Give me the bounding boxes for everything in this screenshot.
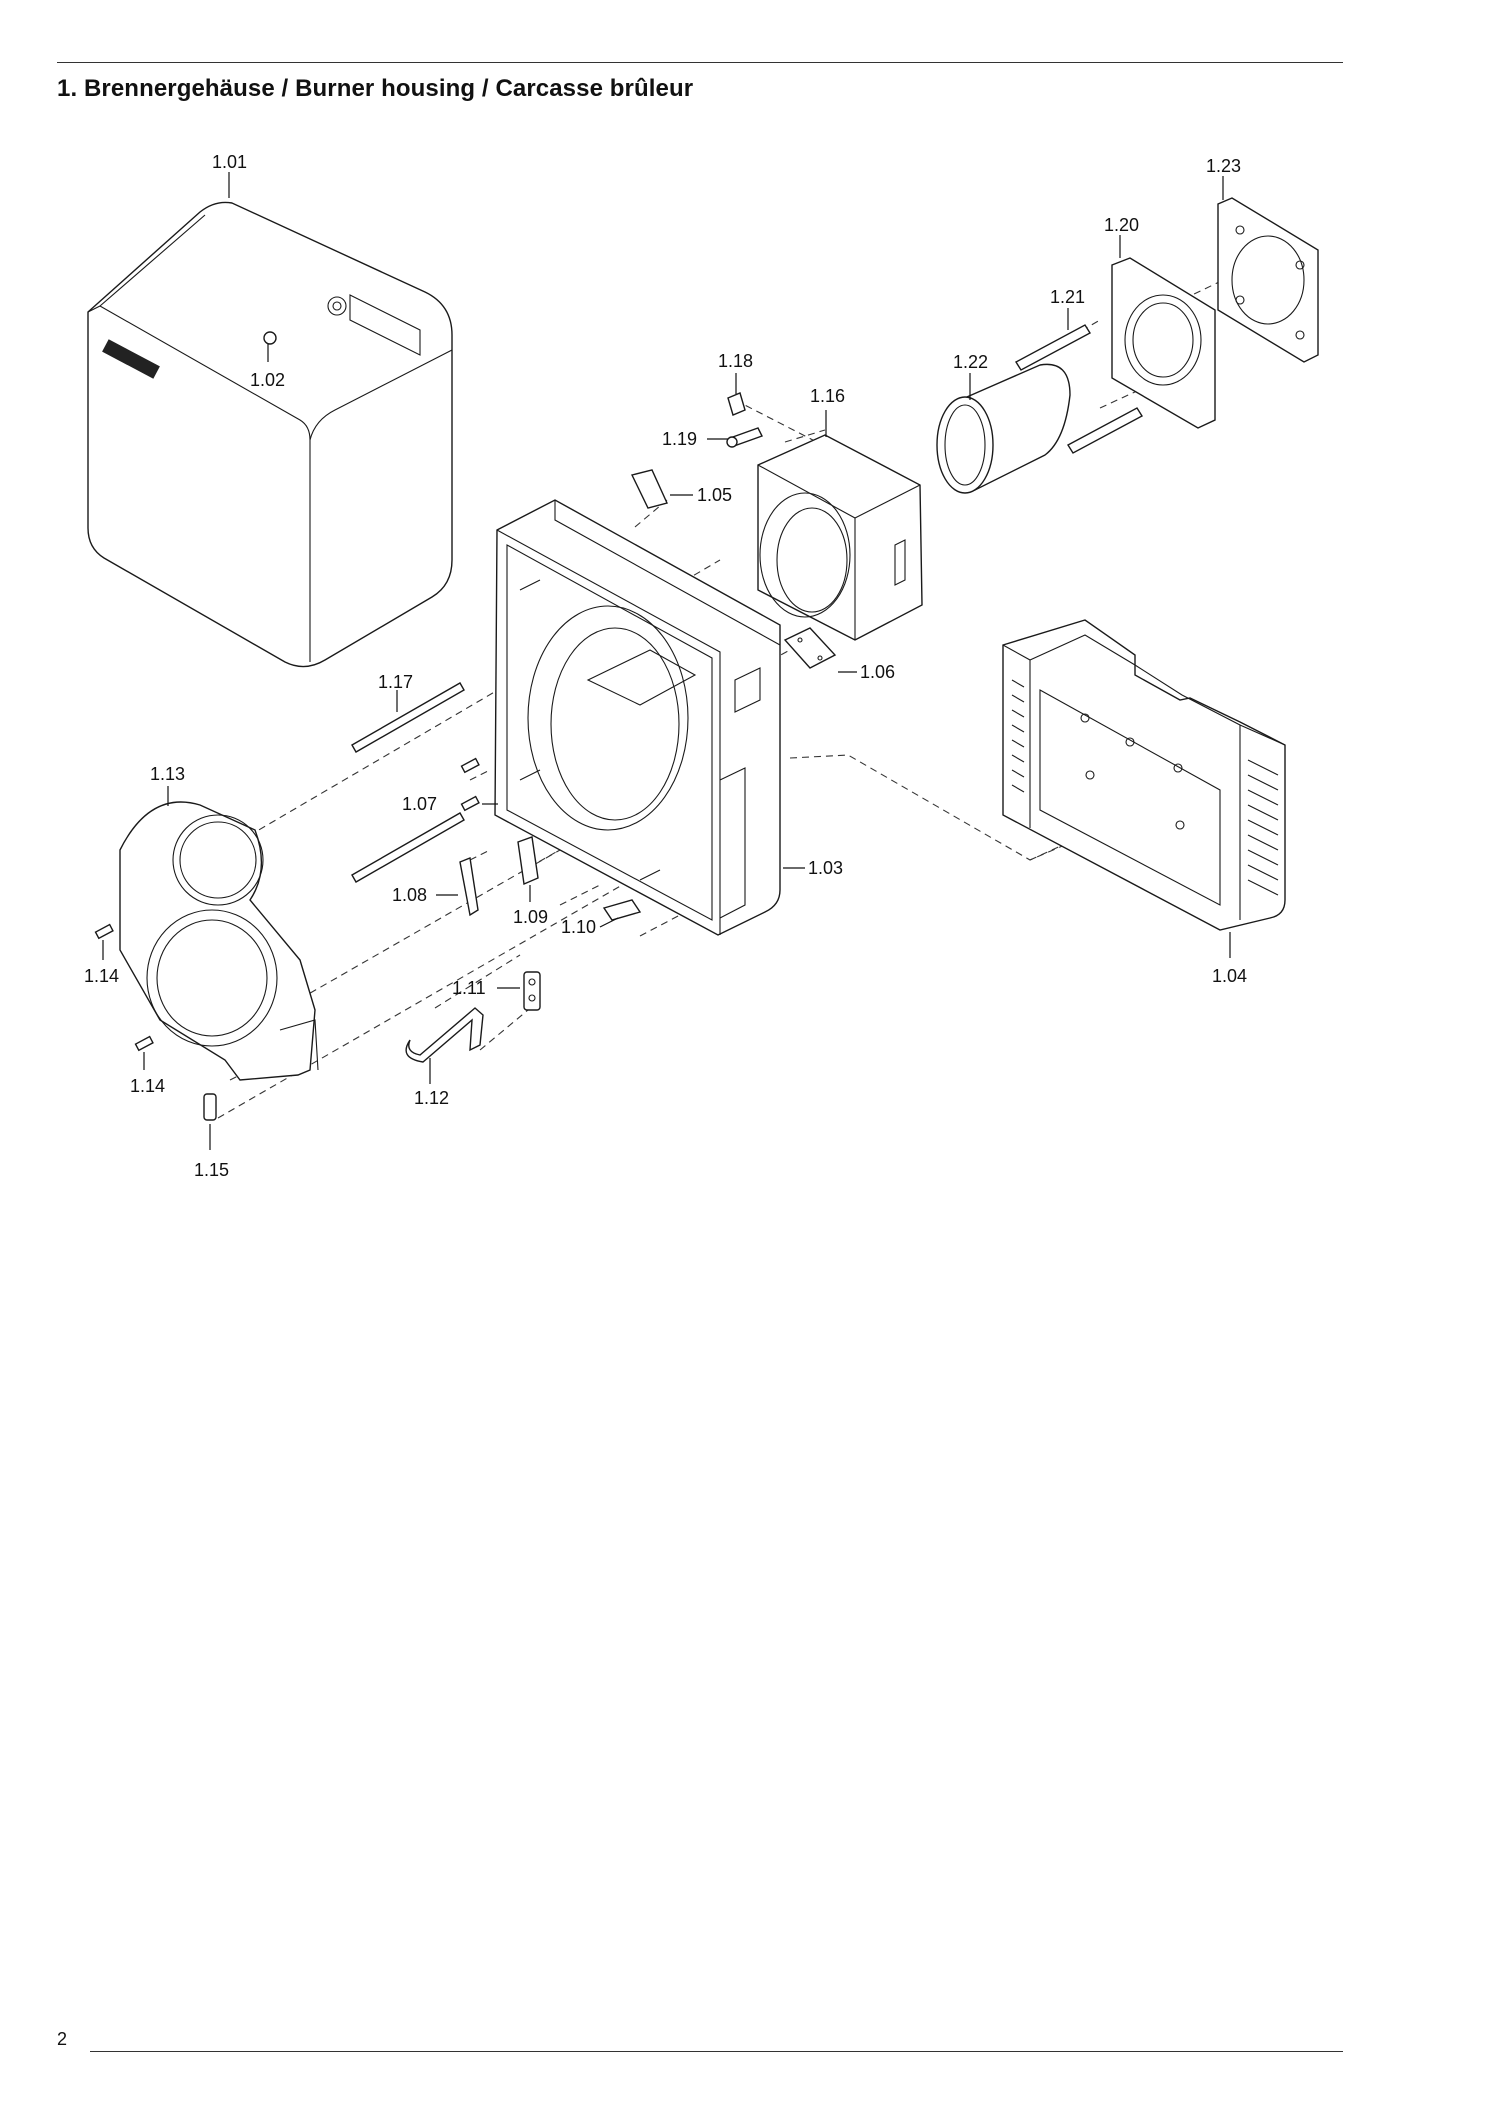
part-1-18-fitting — [727, 392, 746, 416]
part-1-22-tube — [936, 363, 1071, 494]
label-1-10: 1.10 — [561, 917, 596, 937]
part-1-06-gasket-plate — [783, 627, 837, 669]
leader-lines — [102, 172, 1231, 1150]
label-1-14-lower: 1.14 — [130, 1076, 165, 1096]
part-1-09-clip — [517, 836, 539, 886]
label-1-14-upper: 1.14 — [84, 966, 119, 986]
label-1-06: 1.06 — [860, 662, 895, 682]
label-1-23: 1.23 — [1206, 156, 1241, 176]
label-1-07: 1.07 — [402, 794, 437, 814]
part-1-05-plate — [630, 469, 668, 509]
part-1-20-front-flange — [1111, 257, 1216, 429]
part-1-12-hook-bracket — [405, 1007, 484, 1063]
part-1-23-gasket — [1217, 197, 1319, 363]
bottom-rule — [90, 2051, 1343, 2052]
part-1-13-fan-plate — [119, 801, 319, 1081]
label-1-21: 1.21 — [1050, 287, 1085, 307]
page-number: 2 — [57, 2029, 68, 2049]
part-1-08-bracket — [459, 857, 479, 917]
label-1-19: 1.19 — [662, 429, 697, 449]
label-1-05: 1.05 — [697, 485, 732, 505]
part-1-02-screw — [263, 331, 277, 345]
part-1-04-base-tray — [1002, 619, 1286, 931]
label-1-15: 1.15 — [194, 1160, 229, 1180]
page-title: 1. Brennergehäuse / Burner housing / Car… — [57, 75, 694, 102]
part-labels: 1.01 1.02 1.03 1.04 1.05 1.06 1.07 1.08 … — [84, 152, 1247, 1180]
part-1-03-housing-frame — [494, 499, 781, 936]
label-1-12: 1.12 — [414, 1088, 449, 1108]
part-1-01-cover-hood — [87, 201, 453, 668]
label-1-22: 1.22 — [953, 352, 988, 372]
label-1-20: 1.20 — [1104, 215, 1139, 235]
part-1-16-flange-housing — [757, 434, 923, 641]
label-1-02: 1.02 — [250, 370, 285, 390]
label-1-11: 1.11 — [452, 978, 486, 998]
label-1-18: 1.18 — [718, 351, 753, 371]
label-1-09: 1.09 — [513, 907, 548, 927]
label-1-03: 1.03 — [808, 858, 843, 878]
top-rule — [57, 62, 1343, 63]
part-1-15-clip — [203, 1093, 217, 1121]
label-1-16: 1.16 — [810, 386, 845, 406]
part-1-07-screws — [460, 757, 480, 812]
label-1-04: 1.04 — [1212, 966, 1247, 986]
part-1-19-cable-clip — [726, 427, 763, 448]
part-1-14-screws — [94, 923, 154, 1052]
label-1-01: 1.01 — [212, 152, 247, 172]
label-1-13: 1.13 — [150, 764, 185, 784]
vent-slots — [1011, 679, 1279, 896]
part-1-17-long-bolts — [351, 682, 465, 883]
part-1-11-bracket — [523, 971, 541, 1011]
label-1-08: 1.08 — [392, 885, 427, 905]
part-1-21-pins — [1015, 324, 1143, 454]
part-1-10-clip — [602, 899, 642, 921]
label-1-17: 1.17 — [378, 672, 413, 692]
